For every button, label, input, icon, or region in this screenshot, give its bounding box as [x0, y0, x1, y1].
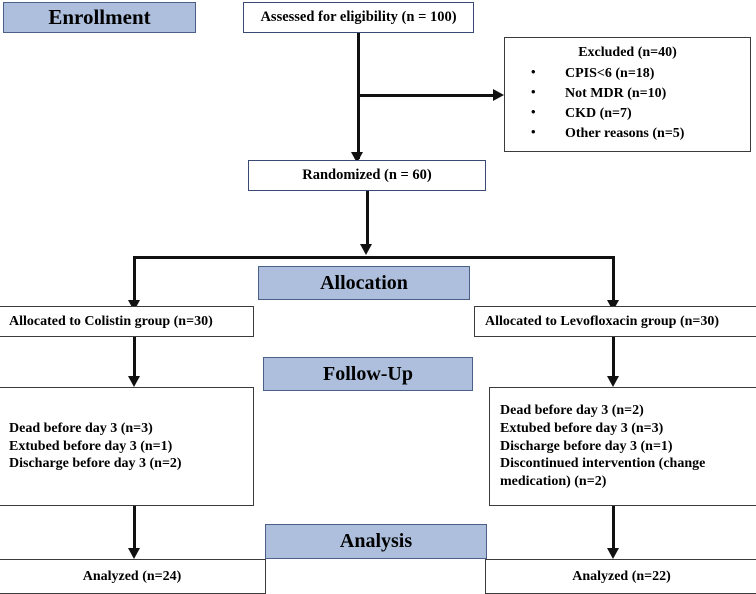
arrowhead-analysis-right	[607, 548, 619, 559]
node-analyzed-colistin: Analyzed (n=24)	[0, 559, 266, 594]
stage-banner-enrollment-label: Enrollment	[48, 5, 151, 29]
followup-colistin-content: Dead before day 3 (n=3) Extubed before d…	[9, 420, 247, 474]
excluded-reason-item: Other reasons (n=5)	[505, 124, 750, 143]
node-allocated-levofloxacin: Allocated to Levofloxacin group (n=30)	[474, 306, 756, 337]
arrowhead-levofloxacin-followup	[607, 376, 619, 387]
excluded-content: Excluded (n=40) CPIS<6 (n=18) Not MDR (n…	[505, 44, 750, 145]
arrowhead-allocation-left	[128, 300, 140, 311]
connector-to-excluded	[357, 94, 494, 97]
followup-levofloxacin-content: Dead before day 3 (n=2) Extubed before d…	[500, 402, 751, 492]
followup-levofloxacin-item: Discontinued intervention (change	[500, 456, 706, 472]
followup-levofloxacin-item: Extubed before day 3 (n=3)	[500, 420, 664, 436]
connector-split-right-drop	[612, 256, 615, 304]
node-analyzed-colistin-label: Analyzed (n=24)	[82, 568, 182, 584]
stage-banner-analysis-label: Analysis	[339, 530, 413, 552]
excluded-header: Excluded (n=40)	[578, 45, 677, 61]
node-randomized: Randomized (n = 60)	[248, 160, 486, 191]
connector-followup-right-to-analysis	[612, 506, 615, 550]
stage-banner-followup-label: Follow-Up	[323, 362, 413, 385]
connector-colistin-to-followup	[133, 337, 136, 377]
node-randomized-label: Randomized (n = 60)	[302, 167, 432, 184]
connector-followup-left-to-analysis	[133, 506, 136, 550]
followup-colistin-item: Extubed before day 3 (n=1)	[9, 438, 173, 454]
stage-banner-enrollment: Enrollment	[3, 2, 196, 33]
node-assessed-for-eligibility: Assessed for eligibility (n = 100)	[243, 2, 474, 33]
node-allocated-levofloxacin-label: Allocated to Levofloxacin group (n=30)	[485, 313, 720, 329]
arrowhead-randomized-split	[360, 244, 372, 255]
stage-banner-allocation: Allocation	[258, 266, 470, 300]
stage-banner-followup: Follow-Up	[263, 357, 473, 391]
node-followup-colistin: Dead before day 3 (n=3) Extubed before d…	[0, 387, 254, 506]
arrowhead-colistin-followup	[128, 376, 140, 387]
followup-levofloxacin-item: Dead before day 3 (n=2)	[500, 402, 644, 418]
node-allocated-colistin: Allocated to Colistin group (n=30)	[0, 306, 254, 337]
followup-levofloxacin-item: medication) (n=2)	[500, 474, 607, 490]
arrowhead-to-excluded	[493, 89, 504, 101]
node-assessed-for-eligibility-label: Assessed for eligibility (n = 100)	[260, 9, 457, 26]
node-allocated-colistin-label: Allocated to Colistin group (n=30)	[9, 313, 213, 329]
connector-levofloxacin-to-followup	[612, 337, 615, 377]
node-followup-levofloxacin: Dead before day 3 (n=2) Extubed before d…	[489, 387, 756, 506]
followup-levofloxacin-item: Discharge before day 3 (n=1)	[500, 438, 673, 454]
stage-banner-allocation-label: Allocation	[320, 271, 408, 294]
arrowhead-allocation-right	[607, 300, 619, 311]
stage-banner-analysis: Analysis	[265, 524, 487, 559]
arrowhead-to-randomized	[351, 152, 363, 163]
connector-randomized-down	[366, 191, 369, 245]
node-analyzed-levofloxacin: Analyzed (n=22)	[485, 559, 756, 594]
excluded-reason-item: CKD (n=7)	[505, 104, 750, 123]
connector-split-left-drop	[133, 256, 136, 304]
node-excluded: Excluded (n=40) CPIS<6 (n=18) Not MDR (n…	[504, 37, 751, 152]
node-analyzed-levofloxacin-label: Analyzed (n=22)	[572, 568, 671, 584]
followup-colistin-item: Discharge before day 3 (n=2)	[9, 456, 182, 472]
connector-allocation-split-bar	[133, 256, 614, 259]
excluded-reason-item: Not MDR (n=10)	[505, 84, 750, 103]
excluded-reason-item: CPIS<6 (n=18)	[505, 64, 750, 83]
arrowhead-analysis-left	[128, 548, 140, 559]
followup-colistin-item: Dead before day 3 (n=3)	[9, 420, 153, 436]
